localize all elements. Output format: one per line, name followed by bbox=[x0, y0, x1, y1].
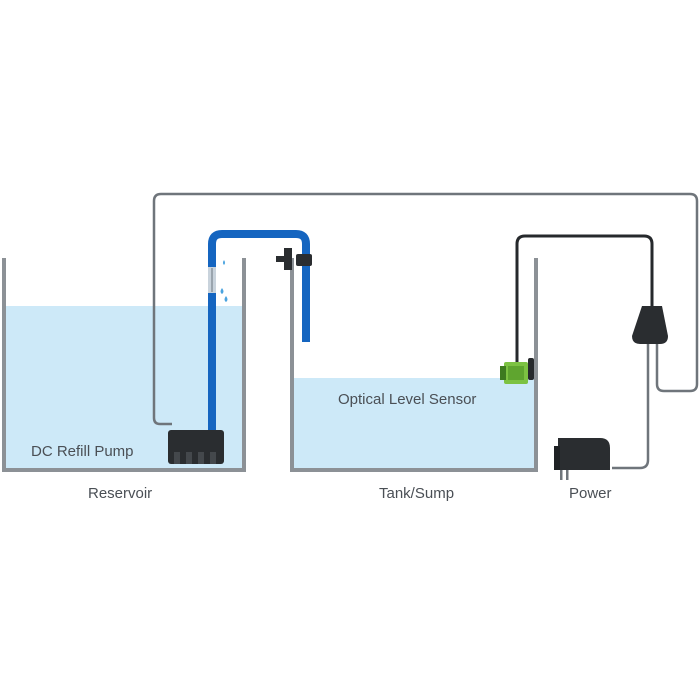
optical-sensor-icon bbox=[500, 358, 534, 384]
tank-label: Tank/Sump bbox=[379, 485, 454, 502]
pump-cable bbox=[152, 192, 699, 426]
hose-clip-icon bbox=[276, 248, 312, 270]
power-adapter-icon bbox=[554, 438, 610, 480]
pump-label: DC Refill Pump bbox=[31, 443, 134, 460]
power-label: Power bbox=[569, 485, 612, 502]
reservoir-label: Reservoir bbox=[88, 485, 152, 502]
sensor-label: Optical Level Sensor bbox=[338, 391, 476, 408]
power-cable bbox=[612, 344, 650, 470]
water-droplet-icon bbox=[220, 260, 228, 302]
reservoir-container bbox=[2, 258, 246, 472]
tank-water bbox=[292, 378, 536, 470]
pump-icon bbox=[168, 430, 224, 464]
tank-container bbox=[290, 258, 538, 472]
refill-hose bbox=[208, 230, 310, 430]
controller-box-icon bbox=[632, 306, 668, 344]
sensor-cable bbox=[515, 234, 654, 365]
